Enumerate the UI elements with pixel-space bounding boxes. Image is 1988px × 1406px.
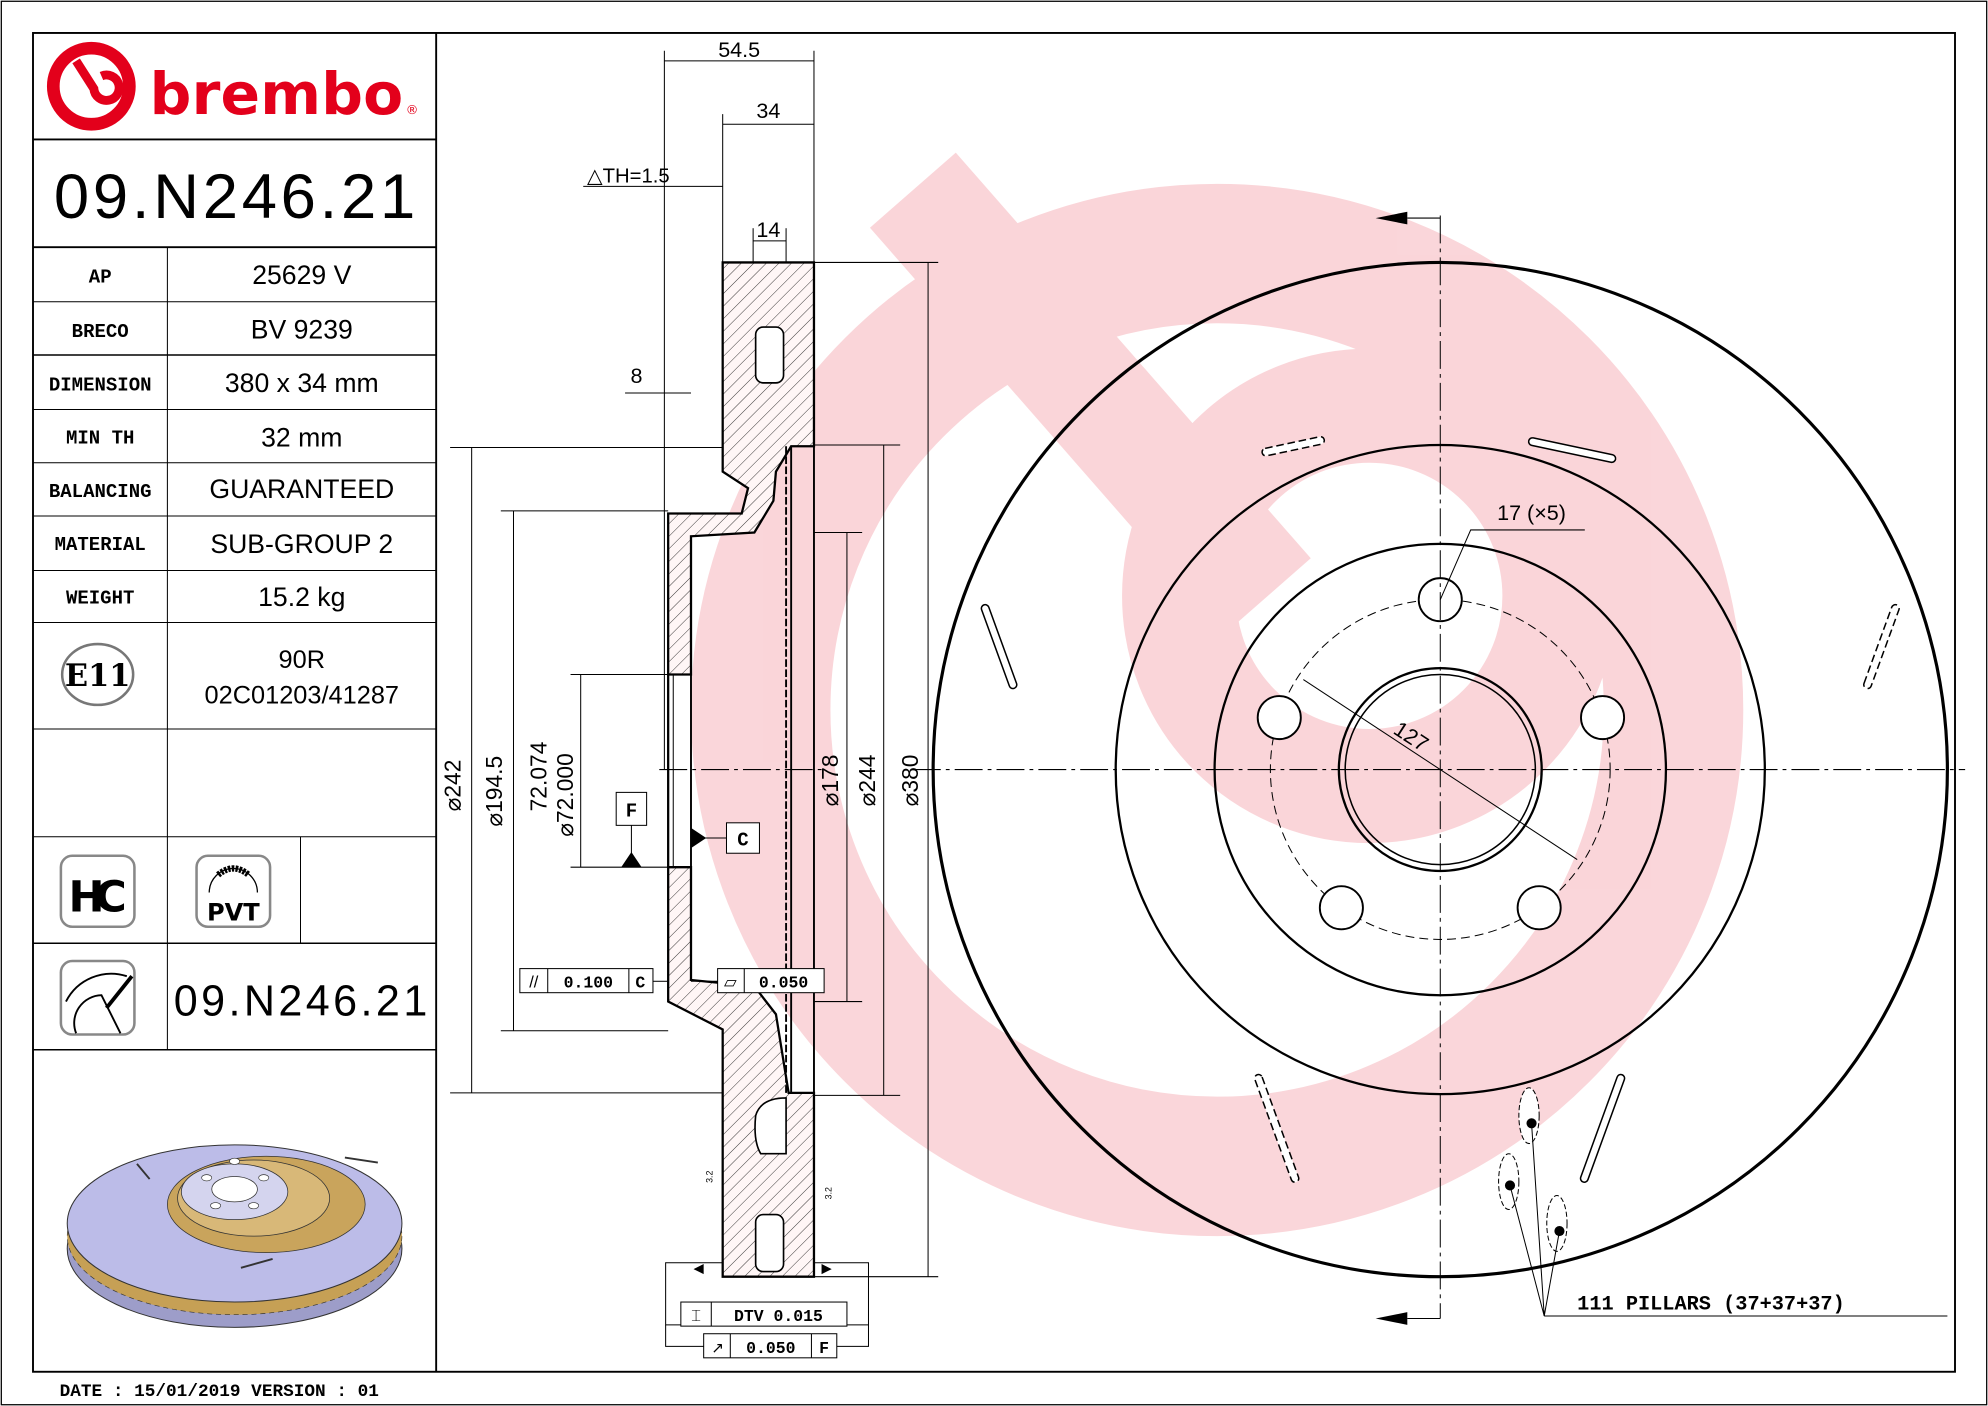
spec-label-dimension: DIMENSION bbox=[49, 374, 152, 396]
vent-vane-lower bbox=[754, 1213, 785, 1273]
spec-value-min-th: 32 mm bbox=[261, 422, 342, 452]
spec-value-dimension: 380 x 34 mm bbox=[225, 368, 379, 398]
parallelism-value: 0.100 bbox=[564, 974, 613, 993]
title-block bbox=[33, 32, 438, 1372]
bolt-hole bbox=[1516, 885, 1562, 931]
homologation-line2: 02C01203/41287 bbox=[205, 682, 399, 710]
dim-hat: 8 bbox=[630, 363, 642, 388]
spec-value-ap: 25629 V bbox=[252, 260, 351, 290]
parallelism-frame bbox=[519, 968, 669, 994]
holes-label: 17 (×5) bbox=[1497, 500, 1566, 525]
spec-label-balancing: BALANCING bbox=[49, 481, 152, 503]
dia-194-5: ⌀194.5 bbox=[481, 756, 507, 827]
section-arrow-bottom bbox=[1375, 1312, 1408, 1325]
dimensions bbox=[450, 50, 939, 1278]
spec-value-balancing: GUARANTEED bbox=[209, 474, 394, 504]
e11-mark: E11 bbox=[65, 658, 131, 694]
runout-datum: F bbox=[819, 1339, 829, 1358]
flatness-value: 0.050 bbox=[759, 974, 808, 993]
dtv-value: DTV 0.015 bbox=[734, 1307, 823, 1326]
roughness-left: 3.2 bbox=[705, 1170, 715, 1182]
spec-table: AP 25629 V BRECO BV 9239 DIMENSION 380 x… bbox=[49, 260, 394, 612]
dia-bore-min: ⌀72.000 bbox=[552, 753, 578, 837]
vent-vane-upper bbox=[754, 326, 785, 384]
dia-bore-max: 72.074 bbox=[525, 741, 551, 811]
section-view bbox=[659, 261, 825, 1278]
e11-mark-icon bbox=[60, 642, 135, 707]
runout-symbol: ↗ bbox=[711, 1340, 724, 1357]
pvt-badge-icon bbox=[195, 854, 272, 929]
spec-label-ap: AP bbox=[89, 267, 112, 289]
part-number-title: 09.N246.21 bbox=[54, 162, 415, 232]
dia-244: ⌀244 bbox=[854, 754, 880, 806]
pillars-label: 111 PILLARS (37+37+37) bbox=[1577, 1294, 1845, 1317]
disc-marking-icon bbox=[59, 959, 136, 1036]
datum-c-triangle bbox=[690, 827, 707, 849]
registered-mark: ® bbox=[406, 102, 419, 117]
parallelism-symbol: // bbox=[529, 974, 539, 992]
disc-3d-render bbox=[66, 1144, 403, 1328]
hc-badge-label: HC bbox=[68, 873, 126, 923]
spec-label-breco: BRECO bbox=[72, 321, 129, 343]
datum-f-triangle bbox=[621, 851, 642, 868]
dtv-symbol: ⌶ bbox=[691, 1307, 701, 1325]
dia-178: ⌀178 bbox=[817, 755, 843, 807]
bolt-hole bbox=[1256, 695, 1302, 741]
spec-label-weight: WEIGHT bbox=[66, 587, 134, 609]
brand-wordmark: brembo bbox=[150, 60, 404, 128]
datum-f: F bbox=[626, 800, 637, 822]
runout-value: 0.050 bbox=[746, 1339, 795, 1358]
marking-part-number: 09.N246.21 bbox=[174, 978, 428, 1026]
spec-label-min-th: MIN TH bbox=[66, 428, 134, 450]
spec-value-weight: 15.2 kg bbox=[258, 582, 345, 612]
bolt-hole bbox=[1318, 885, 1364, 931]
front-view bbox=[912, 211, 1966, 1325]
dim-vane: 14 bbox=[756, 217, 780, 242]
roughness-right: 3.2 bbox=[824, 1187, 834, 1199]
dtv-frame bbox=[665, 1262, 869, 1359]
homologation-line1: 90R bbox=[279, 646, 326, 674]
brembo-logo: brembo ® bbox=[46, 41, 419, 131]
spec-value-material: SUB-GROUP 2 bbox=[210, 529, 393, 559]
section-arrow-top bbox=[1375, 211, 1408, 225]
flatness-frame bbox=[690, 968, 825, 994]
dim-thickness: 34 bbox=[756, 98, 780, 123]
drawing-frame bbox=[32, 32, 1956, 1373]
datum-c: C bbox=[737, 830, 748, 852]
dia-380: ⌀380 bbox=[897, 755, 923, 807]
flatness-symbol: ▱ bbox=[724, 974, 737, 992]
date-version: DATE : 15/01/2019 VERSION : 01 bbox=[60, 1382, 379, 1402]
brembo-watermark bbox=[690, 152, 1744, 1237]
dim-overall-width: 54.5 bbox=[718, 37, 760, 62]
pvt-badge-label: PVT bbox=[207, 898, 260, 926]
bolt-hole bbox=[1580, 695, 1626, 741]
spec-value-breco: BV 9239 bbox=[251, 315, 353, 345]
spec-label-material: MATERIAL bbox=[55, 534, 146, 556]
dia-242: ⌀242 bbox=[439, 760, 465, 812]
parallelism-datum: C bbox=[635, 974, 645, 993]
hc-badge-icon bbox=[59, 854, 136, 929]
dim-th-tolerance: △TH=1.5 bbox=[587, 166, 670, 188]
